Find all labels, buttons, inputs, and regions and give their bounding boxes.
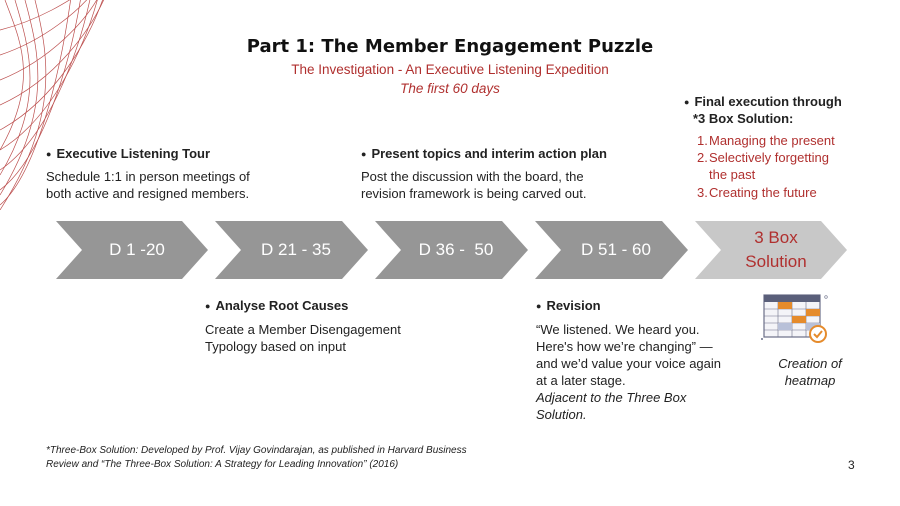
chevron-5 — [695, 221, 847, 279]
present-topics-heading-text: Present topics and interim action plan — [371, 146, 607, 161]
revision-line4: at a later stage. — [536, 373, 626, 388]
revision-line1: “We listened. We heard you. — [536, 322, 700, 337]
executive-listening-heading-text: Executive Listening Tour — [56, 146, 211, 161]
analyse-line2: Typology based on input — [205, 339, 346, 354]
chevron-4-label: D 51 - 60 — [581, 240, 651, 259]
present-topics-line1: Post the discussion with the board, the — [361, 169, 584, 184]
chevron-2-label: D 21 - 35 — [261, 240, 331, 259]
final-execution-heading-line2: *3 Box Solution: — [693, 111, 794, 126]
bullet: ● — [46, 149, 52, 159]
decorative-curves — [0, 0, 105, 210]
heatmap-caption: Creation of heatmap — [778, 356, 842, 388]
executive-listening-heading: ● Executive Listening Tour — [46, 146, 210, 161]
chevron-1-label: D 1 -20 — [109, 240, 165, 259]
final-execution-heading: ●Final execution through *3 Box Solution… — [684, 94, 842, 127]
chevron-5-label: 3 Box Solution — [745, 228, 807, 271]
revision-italic-line1: Adjacent to the Three Box — [536, 390, 687, 405]
chevron-1 — [56, 221, 208, 279]
chevron-3 — [375, 221, 528, 279]
revision-heading: ● Revision — [536, 298, 601, 313]
revision-body: “We listened. We heard you. Here's how w… — [536, 321, 721, 423]
step-item: 1.Managing the present — [697, 133, 835, 148]
footnote-line2: Review and “The Three-Box Solution: A St… — [46, 459, 399, 470]
step-item: the past — [709, 167, 756, 182]
page-number: 3 — [848, 458, 855, 472]
revision-line2: Here's how we’re changing” — — [536, 339, 713, 354]
revision-italic-line2: Solution. — [536, 407, 587, 422]
page-subtitle: The Investigation - An Executive Listeni… — [291, 62, 609, 77]
footnote: *Three-Box Solution: Developed by Prof. … — [46, 444, 467, 472]
executive-listening-line2: both active and resigned members. — [46, 186, 250, 201]
final-execution-heading-line1: ●Final execution through — [684, 94, 842, 109]
chevron-2 — [215, 221, 368, 279]
chevron-3-label: D 36 - 50 — [418, 240, 494, 259]
page-title: Part 1: The Member Engagement Puzzle — [246, 36, 654, 57]
bullet: ● — [536, 301, 542, 311]
executive-listening-line1: Schedule 1:1 in person meetings of — [46, 169, 250, 184]
analyse-root-causes-body: Create a Member Disengagement Typology b… — [205, 321, 401, 355]
revision-heading-text: Revision — [546, 298, 601, 313]
analyse-root-causes-heading-text: Analyse Root Causes — [215, 298, 349, 313]
analyse-root-causes-heading: ● Analyse Root Causes — [205, 298, 348, 313]
step-item: 3.Creating the future — [697, 185, 817, 200]
executive-listening-body: Schedule 1:1 in person meetings of both … — [46, 168, 250, 202]
bullet: ● — [205, 301, 211, 311]
revision-line3: and we’d value your voice again — [536, 356, 722, 371]
bullet: ● — [361, 149, 367, 159]
analyse-line1: Create a Member Disengagement — [205, 322, 401, 337]
present-topics-body: Post the discussion with the board, the … — [361, 168, 586, 202]
present-topics-line2: revision framework is being carved out. — [361, 186, 587, 201]
footnote-line1: *Three-Box Solution: Developed by Prof. … — [46, 445, 467, 456]
chevron-4 — [535, 221, 688, 279]
page-subtitle-italic: The first 60 days — [400, 81, 500, 96]
three-box-steps: 1.Managing the present 2.Selectively for… — [697, 132, 835, 201]
heatmap-icon — [761, 294, 828, 343]
step-item: 2.Selectively forgetting — [697, 150, 829, 165]
present-topics-heading: ● Present topics and interim action plan — [361, 146, 607, 161]
